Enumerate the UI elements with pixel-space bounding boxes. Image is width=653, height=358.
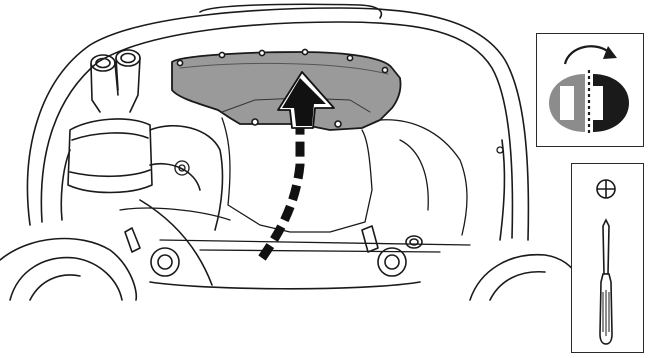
removal-direction-arrow [258,71,335,261]
underbody-structure [119,117,504,253]
reinstall-symbol-panel [536,33,644,147]
tool-symbol-panel [571,163,644,353]
reinstall-procedure-icon [549,45,629,136]
phillips-screwdriver-icon [596,179,616,345]
body-outline [26,3,530,241]
exhaust-assembly [67,49,224,231]
underbody-cover-panel [171,48,402,131]
